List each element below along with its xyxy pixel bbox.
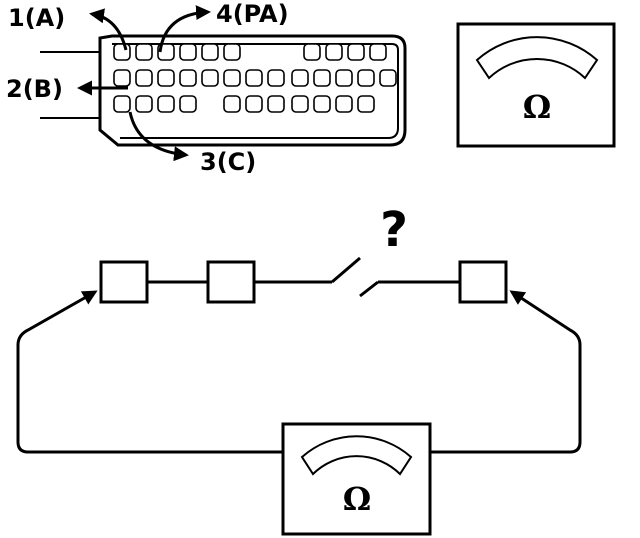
connector-pin [201, 43, 219, 61]
pin-pa-arrow [158, 5, 211, 53]
connector-housing [98, 34, 407, 147]
connector-pin [135, 43, 153, 61]
probe-lead-right [430, 290, 582, 454]
connector-pin [325, 43, 343, 61]
connector: 1(A) 2(B) 3(C) 4(PA) [6, 0, 407, 176]
circuit-component-3 [458, 260, 508, 304]
connector-pin [157, 69, 175, 87]
connector-pin [379, 69, 397, 87]
pin-label-c: 3(C) [200, 148, 256, 176]
connector-pin [113, 43, 131, 61]
connector-pin [335, 95, 353, 113]
ohmmeter-scale [300, 435, 413, 476]
ohm-symbol: Ω [343, 480, 371, 518]
connector-pin [245, 69, 263, 87]
ohmmeter-reference: Ω [456, 22, 616, 148]
connector-pin [223, 95, 241, 113]
connector-pin [313, 69, 331, 87]
connector-pin [313, 95, 331, 113]
connector-pin [135, 69, 153, 87]
pin-a-arrow [89, 8, 128, 51]
connector-pin [357, 95, 375, 113]
circuit-switch-contact [359, 280, 379, 298]
connector-pin [267, 69, 285, 87]
ohmmeter-body [281, 422, 432, 536]
pin-label-pa: 4(PA) [216, 0, 289, 28]
connector-inner-edge [112, 43, 399, 139]
connector-pin [369, 43, 387, 61]
connector-pin [357, 69, 375, 87]
connector-pin [223, 69, 241, 87]
connector-pin [135, 95, 153, 113]
connector-pin [179, 69, 197, 87]
pin-label-a: 1(A) [8, 4, 65, 32]
ohm-symbol: Ω [523, 88, 551, 126]
ohmmeter-body [456, 22, 616, 148]
connector-pin [179, 43, 197, 61]
pin-c-arrow [128, 111, 189, 162]
connector-pin [113, 95, 131, 113]
connector-pin [335, 69, 353, 87]
connector-pin [201, 69, 219, 87]
connector-pin [179, 95, 197, 113]
connector-pin [291, 95, 309, 113]
test-circuit: ? Ω [16, 202, 582, 536]
connector-pin [291, 69, 309, 87]
probe-lead-left [16, 290, 283, 454]
ohmmeter-scale [475, 36, 599, 80]
connector-pin [347, 43, 365, 61]
circuit-switch [331, 256, 361, 284]
circuit-component-2 [206, 260, 256, 304]
connector-pin [303, 43, 321, 61]
connector-pin [267, 95, 285, 113]
connector-pin [157, 95, 175, 113]
circuit-component-1 [99, 260, 149, 304]
pin-label-b: 2(B) [6, 75, 63, 103]
connector-pin [245, 95, 263, 113]
connector-pins [113, 43, 397, 113]
connector-pin [113, 69, 131, 87]
connector-pin [223, 43, 241, 61]
unknown-marker: ? [380, 202, 408, 258]
